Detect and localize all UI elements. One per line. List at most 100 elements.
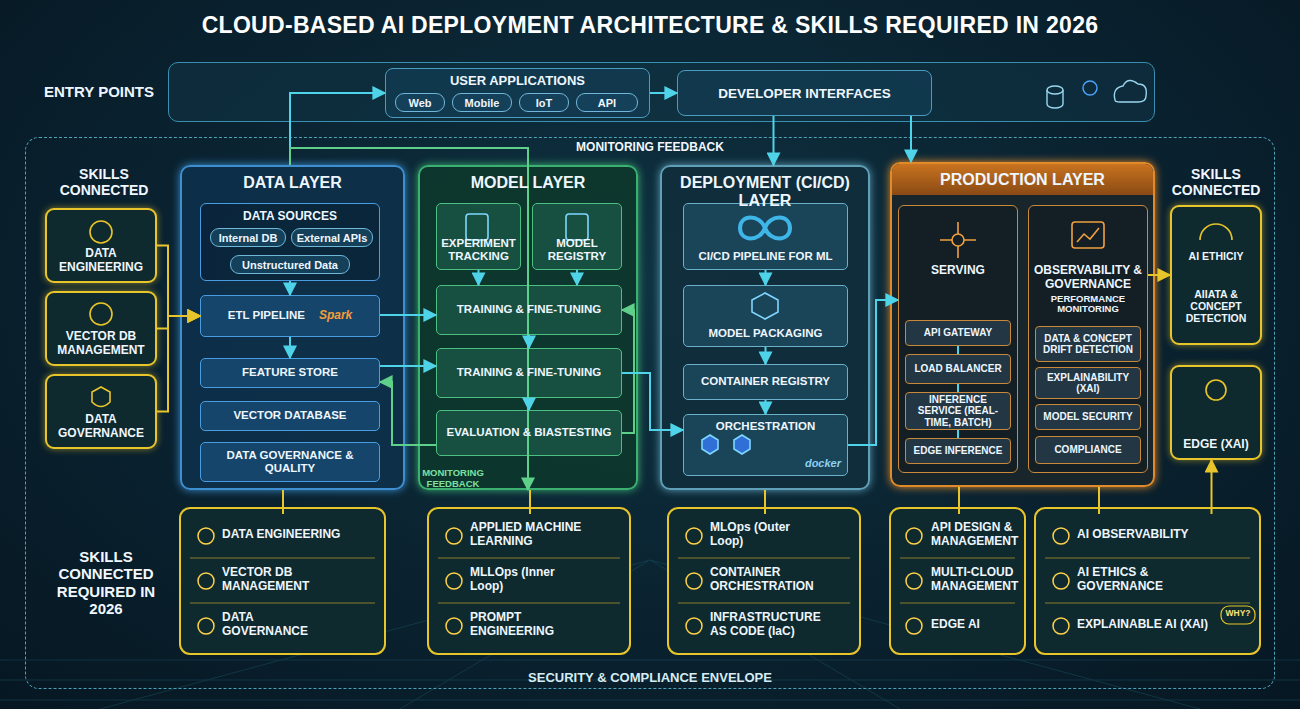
node-label: SECURITY & COMPLIANCE ENVELOPE [26,670,1274,685]
connector [528,335,530,348]
database-icon [1047,90,1063,108]
connector [764,490,766,514]
kubernetes-icon [734,435,750,454]
connector [282,490,284,514]
node-label: CONTAINER REGISTRY [701,375,830,388]
pill-box: API [576,93,638,112]
connector [157,246,200,317]
skill-group-frame [890,508,1025,654]
pill-box: Web [395,93,445,112]
skill-groups [180,508,1260,654]
node-label: INFRASTRUCTURE AS CODE (IaC) [710,611,821,639]
node-label: Internal DB [219,232,278,244]
cicd-loop-icon [740,218,790,239]
icon-box: CI/CD PIPELINE FOR ML [683,203,848,270]
skill-box: VECTOR DB MANAGEMENT [45,291,157,366]
small-box: EDGE INFERENCE [905,438,1011,464]
item-box: EDGE AI [897,604,1021,646]
node-label: FEATURE STORE [242,366,338,379]
free-label: SKILLS CONNECTED [1160,166,1272,198]
small-box: EXPLAINABILITY (XAI) [1035,367,1141,399]
item-box: APPLIED MACHINE LEARNING [436,514,624,556]
separator [678,558,850,559]
registry-icon [566,214,588,240]
sub-box: DATA SOURCESInternal DBExternal APIsUnst… [200,203,380,281]
dev-box: DEVELOPER INTERFACES [677,70,932,116]
item-icon [446,618,462,634]
small-box: MODEL SECURITY [1035,404,1141,430]
node-sublabel: Spark [319,309,352,323]
connector [622,373,683,430]
pill-box: External APIs [291,228,373,247]
node-label: PRODUCTION LAYER [892,164,1153,195]
skill-group-frame [180,508,385,654]
item-icon [906,618,922,634]
shield-icon [92,387,110,407]
node-label: COMPLIANCE [1054,444,1121,455]
small-box: INFERENCE SERVICE (REAL-TIME, BATCH) [905,392,1011,430]
small-box: COMPLIANCE [1035,436,1141,464]
leaf-box: DATA GOVERNANCE & QUALITY [200,442,380,482]
separator [190,603,375,604]
icon-box: MODEL REGISTRY [532,203,622,270]
speech-bubble [1221,606,1255,624]
item-box: AI ETHICS & GOVERNANCE [1043,559,1253,601]
small-box: DATA & CONCEPT DRIFT DETECTION [1035,326,1141,362]
node-sublabel: PERFORMANCE MONITORING [1029,294,1147,315]
node-label: CI/CD PIPELINE FOR ML [698,250,832,263]
connector [765,400,767,414]
connector [380,365,436,367]
notebook-icon [466,214,488,240]
gauge-icon [1200,224,1232,240]
node-label: MODEL REGISTRY [538,237,616,263]
connector [765,270,767,285]
separator [900,603,1015,604]
node-label: ETL PIPELINE [228,309,305,322]
connector [957,384,959,392]
connector [910,116,912,162]
item-icon [198,618,214,634]
skill-separators [190,558,1250,603]
node-label: APPLIED MACHINE LEARNING [470,521,588,549]
connector [957,430,959,438]
separator [1045,603,1250,604]
kubernetes-icon [702,435,718,454]
node-label: EXPLAINABILITY (XAI) [1040,372,1136,394]
connector [289,337,291,358]
node-label: DATA & CONCEPT DRIFT DETECTION [1040,333,1136,355]
connector [290,148,528,490]
panel-box: OBSERVABILITY & GOVERNANCEPERFORMANCE MO… [1028,205,1148,473]
node-label: EXPERIMENT TRACKING [441,237,516,263]
node-sublabel: AIIATA & CONCEPT DETECTION [1176,288,1256,324]
free-label: MONITORING FEEDBACK [565,141,735,155]
item-icon [686,573,702,589]
item-box: CONTAINER ORCHESTRATION [676,559,854,601]
node-label: USER APPLICATIONS [386,69,649,88]
leaf-box: FEATURE STORE [200,358,380,388]
item-icon [1053,528,1069,544]
item-icons [198,528,1069,634]
node-label: TRAINING & FINE-TUNING [457,366,601,379]
node-label: MLOps (Outer Loop) [710,521,818,549]
connector [478,270,480,285]
skill-group-frame [668,508,860,654]
item-icon [446,573,462,589]
free-label: SKILLS CONNECTED [45,166,163,198]
grid-line [0,660,1300,661]
layer-box: MODEL LAYEREXPERIMENT TRACKINGMODEL REGI… [418,165,638,490]
free-label: MONITORING FEEDBACK [412,468,494,490]
node-label: CONTAINER ORCHESTRATION [710,566,818,594]
dashboard-icon [1072,222,1104,248]
separator [438,603,620,604]
free-label: WHY? [1221,609,1255,619]
connector [528,398,530,410]
connector [380,382,436,445]
item-box: PROMPT ENGINEERING [436,604,624,646]
node-label: AI ETHICS & GOVERNANCE [1077,566,1217,594]
node-label: EXPLAINABLE AI (XAI) [1077,618,1208,632]
pill-box: IoT [519,93,569,112]
item-box: INFRASTRUCTURE AS CODE (IaC) [676,604,854,646]
connector [529,490,531,514]
connector [289,281,291,295]
cloud-logo [1083,81,1097,95]
